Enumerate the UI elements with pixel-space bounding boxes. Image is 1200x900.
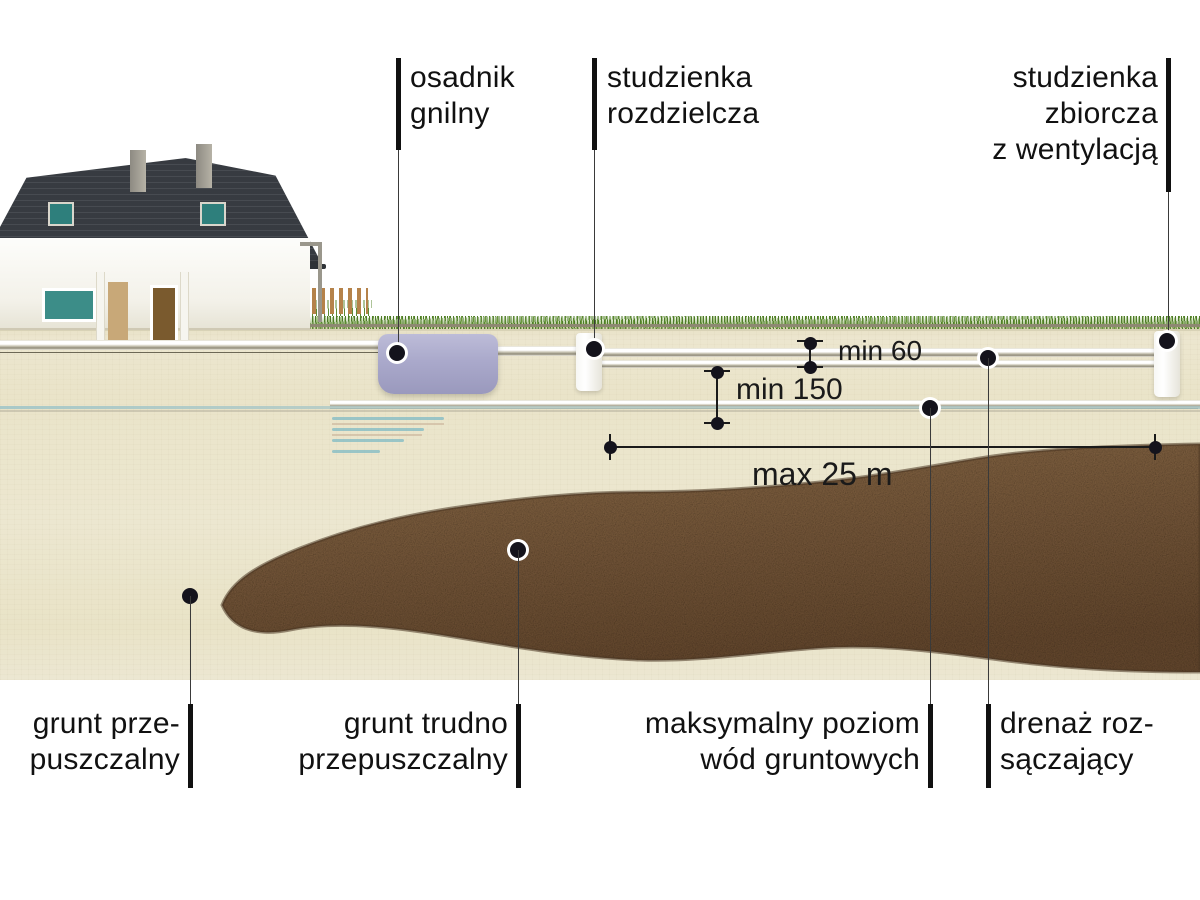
roof-window-left	[48, 202, 74, 226]
drain-pipe-upper-2	[600, 360, 1162, 368]
downpipe-arm	[300, 242, 322, 246]
leader-line-osadnik-gnilny	[398, 150, 399, 350]
dim-label-max-25m: max 25 m	[752, 456, 893, 492]
groundwater-level-line	[0, 406, 1200, 409]
leader-bar-grunt-przepuszczalny	[188, 704, 193, 788]
house-window-left	[42, 288, 96, 322]
label-studzienka-zbiorcza: studzienka zbiorcza z wentylacją	[992, 61, 1158, 166]
drain-pipe-lower	[330, 400, 1200, 408]
dim-line-max-25m	[610, 446, 1156, 448]
water-table-sep-2	[332, 434, 422, 436]
chimney-1	[130, 150, 146, 192]
dim-label-min-60: min 60	[838, 335, 923, 366]
dim-line-min-150	[716, 371, 718, 423]
leader-line-studzienka-zbiorcza	[1168, 192, 1169, 338]
dim-dot-min-150-bottom	[711, 417, 724, 430]
label-grunt-trudno-przepuszczalny: grunt trudno przepuszczalny	[298, 707, 508, 776]
water-table-hatch-2	[332, 428, 424, 431]
house-door	[108, 282, 128, 344]
label-drenaz-rozsaczajacy: drenaż roz- sączający	[1000, 707, 1154, 776]
ground-surface-line	[0, 324, 1200, 327]
label-osadnik-gnilny: osadnik gnilny	[410, 61, 515, 130]
chimney-2	[196, 144, 212, 188]
dim-dot-max-25m-right	[1149, 441, 1162, 454]
leader-bar-studzienka-zbiorcza	[1166, 58, 1171, 192]
leader-dot-studzienka-zbiorcza	[1159, 333, 1175, 349]
leader-line-studzienka-rozdzielcza	[594, 150, 595, 346]
label-grunt-przepuszczalny: grunt prze- puszczalny	[29, 707, 180, 776]
inlet-pipe-from-house	[0, 340, 382, 350]
dim-dot-min-60-bottom	[804, 361, 817, 374]
dim-dot-max-25m-left	[604, 441, 617, 454]
leader-line-maksymalny-poziom-wod	[930, 408, 931, 704]
leader-line-grunt-przepuszczalny	[190, 596, 191, 704]
water-table-hatch-1	[332, 417, 444, 420]
dim-dot-min-150-top	[711, 366, 724, 379]
pipe-septic-to-distribution	[496, 346, 580, 356]
label-studzienka-rozdzielcza: studzienka rozdzielcza	[607, 61, 760, 130]
water-table-hatch-3	[332, 439, 404, 442]
leader-dot-studzienka-rozdzielcza	[586, 341, 602, 357]
leader-bar-grunt-trudno-przepuszczalny	[516, 704, 521, 788]
leader-bar-drenaz-rozsaczajacy	[986, 704, 991, 788]
inlet-pipe-shadow	[0, 352, 380, 353]
water-table-sep-1	[332, 423, 444, 425]
leader-line-drenaz-rozsaczajacy	[988, 358, 989, 704]
groundwater-level-line-2	[0, 410, 1200, 412]
dim-line-min-60	[809, 341, 811, 367]
dim-dot-min-60-top	[804, 337, 817, 350]
bottom-caption-band	[0, 680, 1200, 900]
ground-surface-line-2	[0, 329, 1200, 331]
leader-line-grunt-trudno-przepuszczalny	[518, 550, 519, 704]
dim-label-min-150: min 150	[736, 373, 843, 406]
leader-bar-studzienka-rozdzielcza	[592, 58, 597, 150]
house-illustration	[0, 140, 326, 349]
septic-tank[interactable]	[378, 334, 498, 394]
leader-bar-osadnik-gnilny	[396, 58, 401, 150]
label-maksymalny-poziom-wod: maksymalny poziom wód gruntowych	[644, 707, 920, 776]
leader-dot-osadnik-gnilny	[389, 345, 405, 361]
leader-bar-maksymalny-poziom-wod	[928, 704, 933, 788]
water-table-hatch-4	[332, 450, 380, 453]
downpipe	[318, 244, 322, 322]
porch-post-right	[180, 272, 189, 348]
drain-pipe-upper	[600, 348, 1160, 357]
roof-window-right	[200, 202, 226, 226]
porch-post-left	[96, 272, 105, 348]
